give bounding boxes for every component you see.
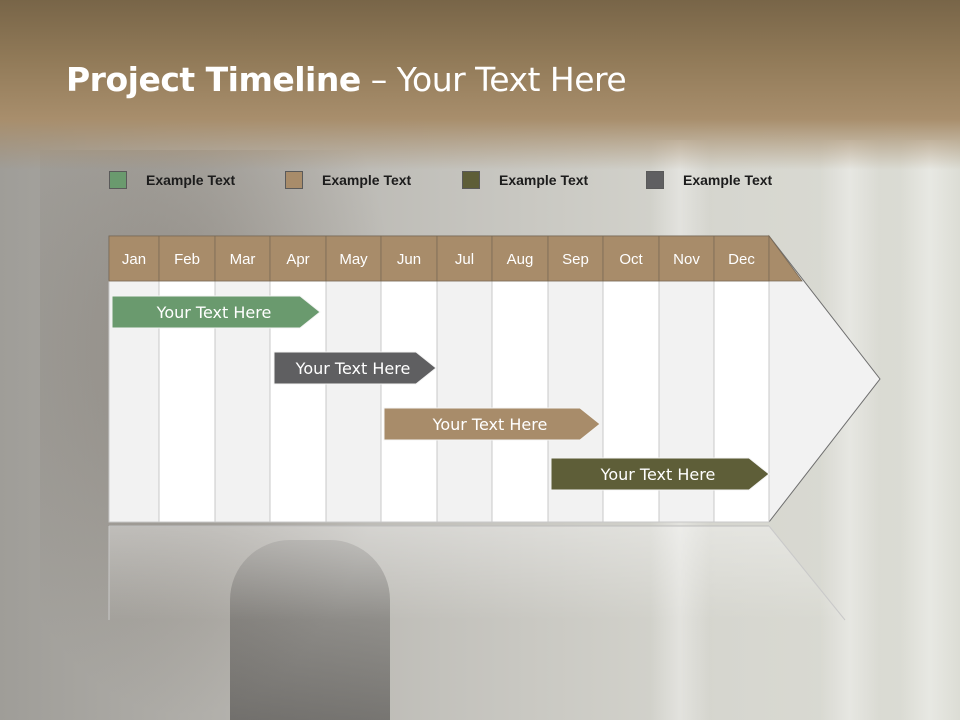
month-header-tip	[768, 234, 803, 282]
month-label-oct: Oct	[619, 251, 643, 268]
timeline-bar-label: Your Text Here	[156, 303, 272, 322]
background-window-light	[900, 140, 960, 720]
month-header-cell	[436, 235, 493, 282]
timeline-bar	[550, 457, 770, 491]
month-column-may	[325, 280, 382, 523]
timeline-bar	[111, 295, 321, 329]
month-label-aug: Aug	[507, 251, 534, 268]
month-label-mar: Mar	[230, 251, 256, 268]
month-column-jun	[380, 280, 438, 523]
timeline-bar	[383, 407, 601, 441]
month-label-jul: Jul	[455, 251, 474, 268]
slide-title-bold: Project Timeline	[66, 60, 361, 99]
timeline-bar-label: Your Text Here	[600, 465, 716, 484]
slide-title: Project Timeline – Your Text Here	[66, 60, 627, 99]
legend-label: Example Text	[146, 172, 236, 188]
timeline-bar-label: Your Text Here	[432, 415, 548, 434]
month-header-cell	[325, 235, 382, 282]
month-label-may: May	[339, 251, 368, 268]
month-header: Jan Feb Mar Apr May Jun Jul Aug Sep Oct Nov Dec	[108, 234, 803, 282]
legend-swatch-gray	[646, 171, 664, 189]
timeline-reflection-shape	[109, 526, 845, 620]
month-label-dec: Dec	[728, 251, 755, 268]
month-header-cell	[713, 235, 770, 282]
legend-swatch-olive	[462, 171, 480, 189]
header-band	[0, 0, 960, 170]
legend-swatch-green	[109, 171, 127, 189]
month-header-cell	[380, 235, 438, 282]
month-column-jul	[436, 280, 493, 523]
timeline-bar-label: Your Text Here	[295, 359, 411, 378]
month-header-cell	[602, 235, 660, 282]
timeline-reflection	[108, 525, 846, 621]
month-label-jan: Jan	[122, 251, 146, 268]
month-label-sep: Sep	[562, 251, 589, 268]
legend-swatch-tan	[285, 171, 303, 189]
month-header-cell	[214, 235, 271, 282]
month-header-cell	[108, 235, 160, 282]
legend-label: Example Text	[499, 172, 589, 188]
month-header-cell	[269, 235, 327, 282]
legend-label: Example Text	[683, 172, 773, 188]
month-label-jun: Jun	[397, 251, 421, 268]
reflection-edge	[768, 525, 846, 621]
month-header-cell	[491, 235, 549, 282]
month-label-apr: Apr	[286, 251, 309, 268]
month-label-feb: Feb	[174, 251, 200, 268]
month-column-aug	[491, 280, 549, 523]
legend-label: Example Text	[322, 172, 412, 188]
slide-title-rest: – Your Text Here	[360, 60, 627, 99]
month-header-cell	[158, 235, 216, 282]
month-label-nov: Nov	[673, 251, 700, 268]
timeline-bar	[273, 351, 437, 385]
